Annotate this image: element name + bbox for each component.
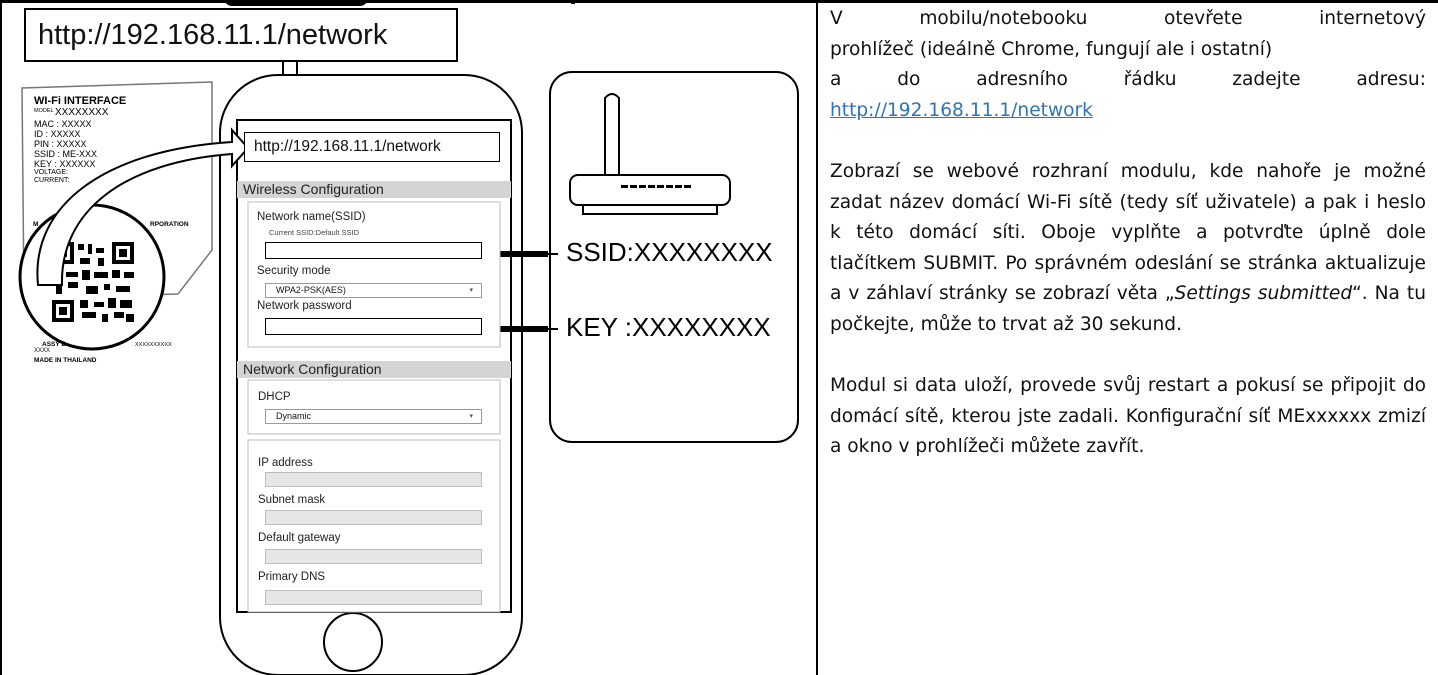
primary-dns-label: Primary DNS bbox=[258, 571, 326, 583]
router-antenna-icon bbox=[604, 93, 620, 175]
word: do bbox=[897, 69, 921, 91]
ssid-field-label: Network name(SSID) bbox=[257, 211, 366, 223]
label-current: CURRENT: bbox=[34, 177, 70, 184]
word: řádku bbox=[1123, 69, 1177, 91]
primary-dns-input bbox=[265, 590, 482, 605]
subnet-mask-input bbox=[265, 510, 482, 525]
label-key: KEY : XXXXXX bbox=[34, 159, 96, 169]
network-url-link[interactable]: http://192.168.11.1/network bbox=[830, 99, 1093, 121]
p2-end-text: “. Na tu počkejte, může to trvat až 30 s… bbox=[830, 283, 1426, 335]
router-icon bbox=[569, 174, 731, 206]
label-corp-left: M bbox=[33, 221, 39, 228]
label-made-in: MADE IN THAILAND bbox=[34, 357, 97, 364]
ssid-arrow-icon bbox=[485, 244, 548, 264]
wireless-config-header: Wireless Configuration bbox=[237, 181, 511, 198]
qr-code-icon bbox=[50, 240, 136, 324]
table-left-border bbox=[0, 0, 2, 675]
security-mode-label: Security mode bbox=[257, 265, 331, 277]
big-url-box: http://192.168.11.1/network bbox=[24, 8, 458, 62]
chevron-down-icon: ▾ bbox=[469, 413, 473, 420]
security-mode-select: WPA2-PSK(AES) ▾ bbox=[265, 283, 482, 298]
p1-line-3: a do adresního řádku zadejte adresu: bbox=[830, 65, 1426, 96]
word: internetový bbox=[1319, 8, 1426, 29]
password-input bbox=[265, 318, 482, 335]
home-button-icon bbox=[323, 612, 383, 672]
default-gateway-label: Default gateway bbox=[258, 532, 341, 544]
phone-address-bar: http://192.168.11.1/network bbox=[244, 132, 500, 162]
router-panel bbox=[549, 71, 799, 443]
default-gateway-input bbox=[265, 549, 482, 564]
label-model-key: MODEL bbox=[34, 108, 54, 114]
word: adresu: bbox=[1356, 69, 1426, 91]
settings-submitted-text: Settings submitted bbox=[1174, 283, 1353, 305]
word: a bbox=[830, 69, 842, 91]
paragraph-3: Modul si data uloží, provede svůj restar… bbox=[830, 375, 1426, 458]
instructions-text: V mobilu/notebooku otevřete internetový … bbox=[830, 4, 1426, 463]
static-ip-panel bbox=[247, 439, 501, 613]
p1-line-1: V mobilu/notebooku otevřete internetový bbox=[830, 4, 1426, 35]
dhcp-value: Dynamic bbox=[276, 411, 312, 421]
table-column-divider bbox=[816, 0, 818, 675]
label-assy-value: XXXXXXXXXX bbox=[135, 342, 172, 348]
dhcp-panel bbox=[247, 379, 501, 435]
dhcp-select: Dynamic ▾ bbox=[265, 409, 482, 424]
security-mode-value: WPA2-PSK(AES) bbox=[276, 285, 346, 295]
label-mac: MAC : XXXXX bbox=[34, 119, 92, 129]
word: zadejte bbox=[1232, 69, 1301, 91]
router-key-text: KEY :XXXXXXXX bbox=[566, 312, 771, 342]
label-pin: PIN : XXXXX bbox=[34, 139, 87, 149]
ssid-field-hint: Current SSID:Default SSID bbox=[269, 228, 360, 237]
label-id: ID : XXXXX bbox=[34, 129, 81, 139]
word: mobilu/notebooku bbox=[919, 8, 1088, 29]
ssid-input bbox=[265, 242, 482, 259]
label-model-value: XXXXXXXX bbox=[55, 107, 109, 118]
p1-line-2: prohlížeč (ideálně Chrome, fungují ale i… bbox=[830, 38, 1273, 60]
word: adresního bbox=[976, 69, 1068, 91]
password-field-label: Network password bbox=[257, 300, 352, 312]
dhcp-label: DHCP bbox=[258, 391, 291, 403]
label-assy: ASSY D bbox=[42, 341, 67, 348]
label-ssid: SSID : ME-XXX bbox=[34, 149, 98, 159]
subnet-mask-label: Subnet mask bbox=[258, 494, 326, 506]
word: otevřete bbox=[1164, 8, 1243, 29]
router-leds-icon bbox=[621, 185, 691, 188]
table-top-border bbox=[0, 0, 1438, 3]
p2-text: Zobrazí se webové rozhraní modulu, kde n… bbox=[830, 160, 1426, 305]
cropped-header-dot bbox=[571, 0, 575, 4]
network-config-header: Network Configuration bbox=[237, 361, 511, 378]
label-corporation: RPORATION bbox=[150, 221, 189, 228]
ip-address-label: IP address bbox=[258, 457, 313, 469]
ip-address-input bbox=[265, 472, 482, 487]
setup-illustration: http://192.168.11.1/network WI-Fi INTERF… bbox=[18, 8, 799, 675]
label-assy-left: XXXX bbox=[34, 348, 51, 354]
key-arrow-icon bbox=[485, 319, 548, 339]
label-voltage: VOLTAGE: bbox=[34, 169, 68, 176]
router-ssid-text: SSID:XXXXXXXX bbox=[566, 237, 773, 267]
paragraph-2: Zobrazí se webové rozhraní modulu, kde n… bbox=[830, 157, 1426, 341]
chevron-down-icon: ▾ bbox=[469, 287, 473, 294]
label-title: WI-Fi INTERFACE bbox=[34, 95, 127, 107]
word: V bbox=[830, 8, 843, 29]
